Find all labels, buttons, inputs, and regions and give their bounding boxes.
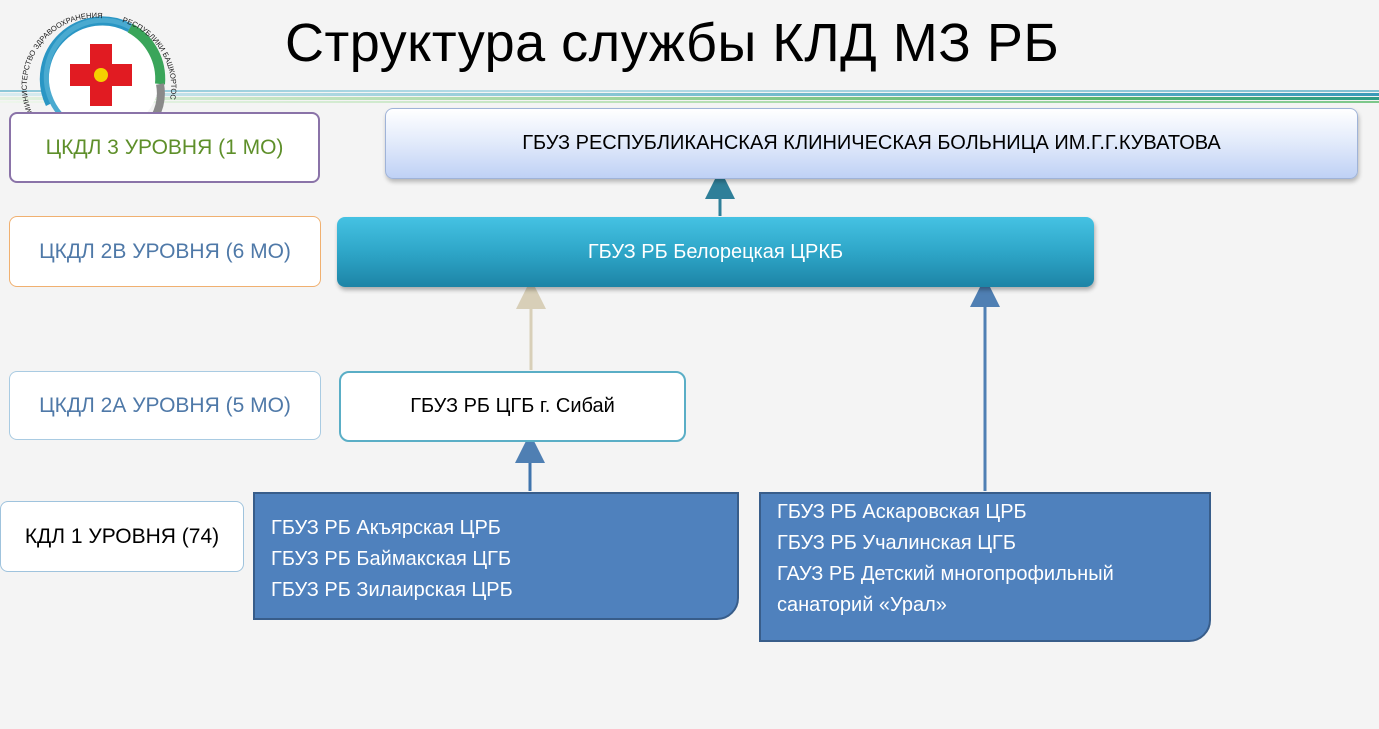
node-sibay: ГБУЗ РБ ЦГБ г. Сибай: [339, 371, 686, 442]
group-item: ГБУЗ РБ Акъярская ЦРБ: [271, 517, 501, 539]
node-republican-hospital: ГБУЗ РЕСПУБЛИКАНСКАЯ КЛИНИЧЕСКАЯ БОЛЬНИЦ…: [385, 108, 1358, 179]
node-beloretsk: ГБУЗ РБ Белорецкая ЦРКБ: [337, 217, 1094, 287]
header-stripe: [0, 97, 1379, 100]
group-item: ГБУЗ РБ Зилаирская ЦРБ: [271, 579, 513, 601]
group-item: ГБУЗ РБ Учалинская ЦГБ: [777, 532, 1017, 554]
group-item: ГБУЗ РБ Аскаровская ЦРБ: [777, 501, 1027, 523]
group-item: ГАУЗ РБ Детский многопрофильный: [777, 563, 1114, 585]
node-group-left: ГБУЗ РБ Акъярская ЦРБ ГБУЗ РБ Баймакская…: [253, 492, 739, 620]
level-label-2b: ЦКДЛ 2В УРОВНЯ (6 МО): [9, 216, 321, 287]
header-stripe: [0, 90, 1379, 92]
level-label-1: КДЛ 1 УРОВНЯ (74): [0, 501, 244, 572]
node-group-right: ГБУЗ РБ Аскаровская ЦРБ ГБУЗ РБ Учалинск…: [759, 492, 1211, 642]
page-title: Структура службы КЛД МЗ РБ: [285, 13, 1060, 73]
ministry-logo: МИНИСТЕРСТВО ЗДРАВООХРАНЕНИЯ РЕСПУБЛИКИ …: [7, 0, 186, 148]
level-label-3: ЦКДЛ 3 УРОВНЯ (1 МО): [9, 112, 320, 183]
level-label-2a: ЦКДЛ 2А УРОВНЯ (5 МО): [9, 371, 321, 440]
header-stripe: [0, 101, 1379, 103]
group-item: ГБУЗ РБ Баймакская ЦГБ: [271, 548, 512, 570]
group-item: санаторий «Урал»: [777, 594, 947, 616]
header-stripe: [0, 93, 1379, 96]
